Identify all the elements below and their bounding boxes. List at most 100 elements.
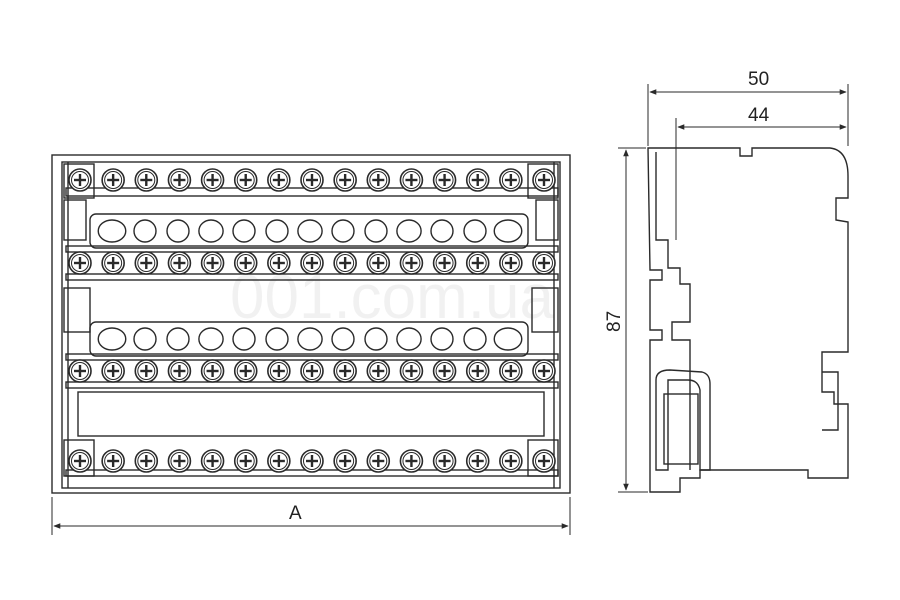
wire-hole bbox=[396, 219, 422, 243]
mounting-window bbox=[77, 391, 545, 437]
screw-terminal bbox=[300, 251, 324, 275]
screw-terminal bbox=[167, 251, 192, 275]
screw-terminal bbox=[68, 359, 92, 383]
wire-hole bbox=[232, 327, 256, 351]
screw-terminal bbox=[300, 449, 324, 473]
wire-hole bbox=[463, 327, 487, 351]
screw-terminal bbox=[432, 449, 457, 473]
screw-terminal bbox=[233, 168, 258, 192]
screw-terminal bbox=[333, 168, 357, 192]
wire-hole bbox=[265, 327, 289, 351]
dimension-a-label: A bbox=[289, 503, 302, 524]
front-view bbox=[51, 154, 571, 494]
wire-hole bbox=[133, 327, 157, 351]
wire-hole bbox=[331, 219, 355, 243]
screw-terminal bbox=[366, 168, 391, 192]
screw-terminal bbox=[134, 449, 159, 473]
wire-hole bbox=[364, 219, 388, 243]
wire-hole bbox=[396, 327, 422, 351]
screw-terminal bbox=[233, 449, 258, 473]
side-view bbox=[647, 147, 849, 493]
rail-strip bbox=[65, 245, 559, 253]
dimension-87-label: 87 bbox=[604, 311, 625, 332]
dimension-50-label: 50 bbox=[748, 69, 769, 90]
wire-hole bbox=[430, 219, 454, 243]
screw-terminal bbox=[399, 168, 424, 192]
wire-hole bbox=[430, 327, 454, 351]
wire-hole bbox=[198, 219, 224, 243]
wire-hole bbox=[133, 219, 157, 243]
screw-terminal bbox=[68, 251, 92, 275]
end-clamp bbox=[63, 199, 87, 241]
screw-terminal bbox=[167, 168, 192, 192]
screw-terminal bbox=[200, 359, 225, 383]
side-profile bbox=[647, 147, 849, 493]
dimension-44-label: 44 bbox=[748, 105, 770, 126]
screw-terminal bbox=[366, 359, 391, 383]
screw-terminal bbox=[432, 251, 457, 275]
wire-hole bbox=[331, 327, 355, 351]
screw-terminal bbox=[68, 449, 92, 473]
wire-hole bbox=[297, 327, 323, 351]
screw-terminal bbox=[267, 168, 291, 192]
rail-strip bbox=[65, 353, 559, 361]
end-clamp bbox=[531, 287, 559, 333]
screw-terminal bbox=[167, 359, 192, 383]
screw-terminal bbox=[101, 251, 125, 275]
screw-terminal bbox=[134, 168, 159, 192]
front-outline bbox=[51, 154, 571, 494]
bus-bar bbox=[89, 213, 529, 249]
side-clip bbox=[655, 369, 711, 471]
screw-terminal bbox=[532, 449, 556, 473]
screw-terminal bbox=[333, 251, 357, 275]
screw-terminal bbox=[68, 168, 92, 192]
screw-terminal bbox=[465, 168, 490, 192]
screw-terminal bbox=[267, 449, 291, 473]
end-clamp bbox=[535, 199, 559, 241]
screw-terminal bbox=[333, 449, 357, 473]
wire-hole bbox=[97, 327, 127, 351]
screw-terminal bbox=[267, 359, 291, 383]
dimension-87 bbox=[618, 147, 648, 493]
screw-terminal bbox=[432, 359, 457, 383]
end-clamp bbox=[527, 163, 559, 199]
wire-hole bbox=[364, 327, 388, 351]
screw-terminal bbox=[399, 251, 424, 275]
screw-terminal bbox=[366, 251, 391, 275]
wire-hole bbox=[463, 219, 487, 243]
screw-terminal bbox=[200, 168, 225, 192]
screw-terminal bbox=[233, 251, 258, 275]
screw-terminal bbox=[200, 251, 225, 275]
screw-terminal bbox=[101, 359, 125, 383]
screw-terminal bbox=[432, 168, 457, 192]
screw-terminal bbox=[333, 359, 357, 383]
screw-terminal bbox=[465, 449, 490, 473]
screw-terminal bbox=[499, 168, 523, 192]
wire-hole bbox=[265, 219, 289, 243]
screw-terminal bbox=[532, 251, 556, 275]
screw-terminal bbox=[233, 359, 258, 383]
screw-terminal bbox=[499, 449, 523, 473]
rail-strip bbox=[65, 381, 559, 389]
screw-terminal bbox=[300, 168, 324, 192]
wire-hole bbox=[493, 327, 523, 351]
screw-terminal bbox=[134, 359, 159, 383]
side-clip-slot bbox=[663, 393, 699, 465]
wire-hole bbox=[166, 327, 190, 351]
wire-hole bbox=[493, 219, 523, 243]
bus-bar bbox=[89, 321, 529, 357]
wire-hole bbox=[97, 219, 127, 243]
screw-terminal bbox=[532, 168, 556, 192]
end-clamp bbox=[63, 439, 95, 477]
wire-hole bbox=[198, 327, 224, 351]
wire-hole bbox=[297, 219, 323, 243]
side-inner-profile bbox=[655, 152, 691, 372]
dimension-44 bbox=[675, 118, 849, 240]
screw-terminal bbox=[399, 449, 424, 473]
screw-terminal bbox=[465, 251, 490, 275]
wire-hole bbox=[166, 219, 190, 243]
wire-hole bbox=[232, 219, 256, 243]
screw-terminal bbox=[499, 251, 523, 275]
end-clamp bbox=[63, 163, 95, 199]
